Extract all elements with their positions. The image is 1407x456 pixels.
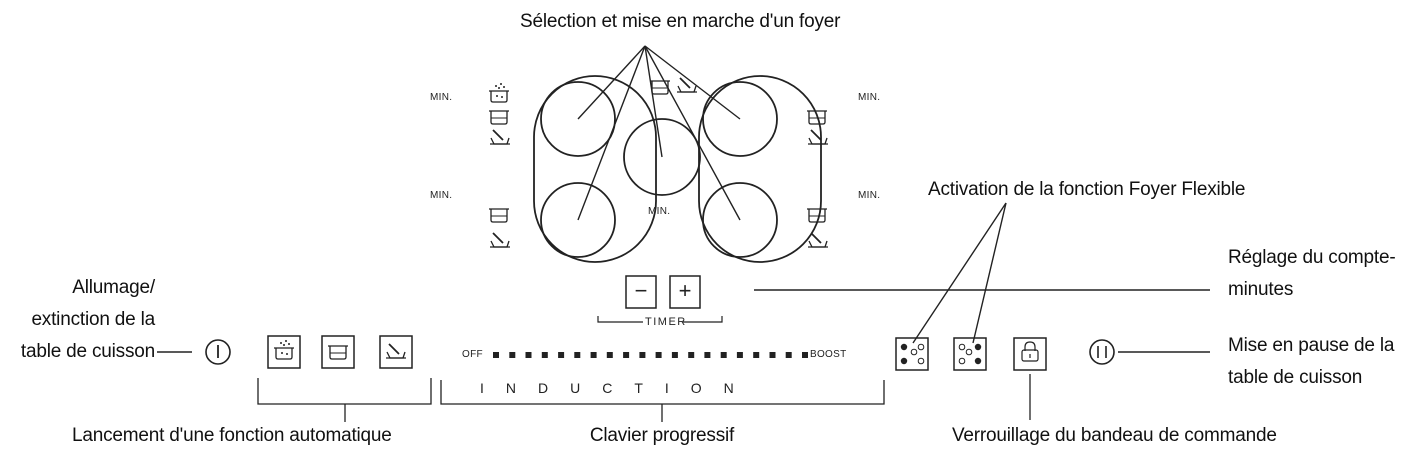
plus-icon: +: [678, 278, 692, 303]
slider-step[interactable]: [590, 352, 597, 358]
slider-boost-label: BOOST: [810, 349, 847, 360]
slider-step[interactable]: [623, 352, 630, 358]
slider-off-label: OFF: [462, 349, 483, 360]
left-flex-zone-outline: [533, 75, 657, 263]
auto-simmer-button[interactable]: [321, 335, 355, 369]
pause-label-1: Mise en pause de la: [1228, 335, 1395, 356]
flex-leader-right: [972, 202, 1007, 344]
zone-select-leaders: [577, 45, 741, 221]
slider-step[interactable]: [655, 352, 662, 358]
boil-pot-icon: [488, 82, 510, 103]
zone-rear-left[interactable]: [540, 182, 616, 258]
zone-front-left[interactable]: [540, 81, 616, 157]
flex-right-button[interactable]: [953, 337, 987, 371]
slider-step[interactable]: [753, 352, 760, 358]
timer-bracket: [597, 316, 723, 323]
min-label: MIN.: [430, 92, 453, 103]
slider-step[interactable]: [493, 352, 499, 358]
power-label-2: extinction de la: [31, 309, 155, 330]
min-label: MIN.: [430, 190, 453, 201]
slider-step[interactable]: [574, 352, 581, 358]
pause-icon: [1089, 339, 1115, 365]
power-icon: [205, 339, 231, 365]
pot-icon: [488, 110, 510, 125]
frying-pan-icon: [489, 129, 511, 145]
slider-step[interactable]: [671, 352, 678, 358]
frying-pan-icon: [489, 232, 511, 248]
zone-center[interactable]: [623, 118, 701, 196]
slider-step[interactable]: [688, 352, 695, 358]
timer-plus-button[interactable]: [669, 275, 701, 309]
pause-label-2: table de cuisson: [1228, 367, 1363, 388]
slider-step[interactable]: [802, 352, 808, 358]
pause-button[interactable]: [1089, 339, 1115, 365]
pot-icon: [806, 208, 828, 223]
min-label: MIN.: [858, 190, 881, 201]
zone-select-label: Sélection et mise en marche d'un foyer: [520, 11, 841, 32]
flex-leader-left: [912, 202, 1007, 344]
induction-label: INDUCTION: [480, 380, 756, 396]
timer-label: TIMER: [645, 316, 687, 328]
slider-step[interactable]: [525, 352, 532, 358]
slider-step[interactable]: [541, 352, 548, 358]
frying-pan-icon: [676, 77, 698, 93]
flex-left-icon: [900, 343, 925, 365]
auto-function-label: Lancement d'une fonction automatique: [72, 425, 392, 446]
frying-pan-icon: [807, 129, 829, 145]
slider-step[interactable]: [606, 352, 613, 358]
minus-icon: −: [634, 278, 648, 303]
auto-bracket: [257, 378, 432, 405]
flex-zone-buttons: [895, 337, 987, 371]
cooking-zones: [533, 75, 822, 263]
flex-zone-label: Activation de la fonction Foyer Flexible: [928, 179, 1246, 200]
power-button[interactable]: [205, 339, 231, 365]
slider-step[interactable]: [704, 352, 711, 358]
flex-right-icon: [958, 343, 982, 365]
slider-step[interactable]: [558, 352, 565, 358]
slider-step[interactable]: [720, 352, 727, 358]
auto-function-buttons: [267, 335, 413, 369]
slider-step[interactable]: [639, 352, 646, 358]
pot-icon: [649, 80, 671, 95]
timer-adjust-label-1: Réglage du compte-: [1228, 247, 1396, 268]
zone-front-right[interactable]: [702, 81, 778, 157]
pot-icon: [488, 208, 510, 223]
slider-label: Clavier progressif: [589, 425, 735, 446]
timer-minus-button[interactable]: [625, 275, 657, 309]
power-label-1: Allumage/: [72, 277, 155, 298]
slider-step[interactable]: [785, 352, 792, 358]
min-label: MIN.: [648, 206, 671, 217]
slider-step[interactable]: [509, 352, 516, 358]
slider-step[interactable]: [769, 352, 776, 358]
slider-step[interactable]: [736, 352, 743, 358]
power-slider[interactable]: [493, 352, 808, 358]
lock-icon: [1021, 341, 1039, 362]
lock-label: Verrouillage du bandeau de commande: [952, 425, 1277, 446]
auto-boil-button[interactable]: [267, 335, 301, 369]
timer-adjust-label-2: minutes: [1228, 279, 1294, 300]
power-label-3: table de cuisson: [20, 341, 155, 362]
min-label: MIN.: [858, 92, 881, 103]
zone-rear-right[interactable]: [702, 182, 778, 258]
right-flex-zone-outline: [698, 75, 822, 263]
